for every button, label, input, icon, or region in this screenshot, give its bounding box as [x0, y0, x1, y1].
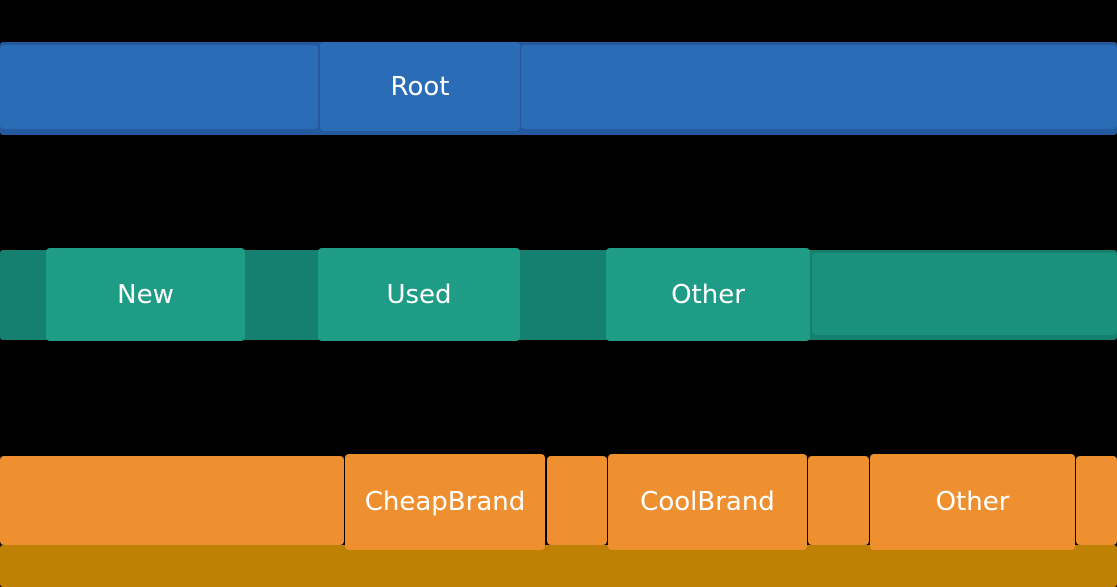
tile-other-condition[interactable]: Other: [606, 248, 810, 341]
tile-cheapbrand-label: CheapBrand: [364, 487, 526, 517]
tile-coolbrand[interactable]: CoolBrand: [608, 454, 807, 550]
tile-used-label: Used: [386, 279, 452, 310]
tile-root[interactable]: Root: [320, 42, 520, 131]
tile-brand-pad-2[interactable]: [547, 456, 607, 545]
level3-base-bar: [0, 545, 1117, 587]
tile-root-label: Root: [390, 71, 450, 102]
tile-brand-pad-1[interactable]: [0, 456, 344, 545]
tile-new[interactable]: New: [46, 248, 245, 341]
tile-other-condition-label: Other: [671, 279, 745, 310]
tile-new-label: New: [117, 279, 174, 310]
tile-used[interactable]: Used: [318, 248, 520, 341]
tile-other-brand[interactable]: Other: [870, 454, 1075, 550]
tile-condition-unlabeled[interactable]: [812, 253, 1117, 335]
tile-cheapbrand[interactable]: CheapBrand: [345, 454, 545, 550]
tile-root-right-pad[interactable]: [521, 45, 1117, 129]
tile-root-left-pad[interactable]: [0, 45, 318, 129]
tile-other-brand-label: Other: [935, 487, 1010, 517]
tile-brand-pad-4[interactable]: [1076, 456, 1117, 545]
tile-brand-pad-3[interactable]: [808, 456, 869, 545]
tile-coolbrand-label: CoolBrand: [640, 487, 775, 517]
